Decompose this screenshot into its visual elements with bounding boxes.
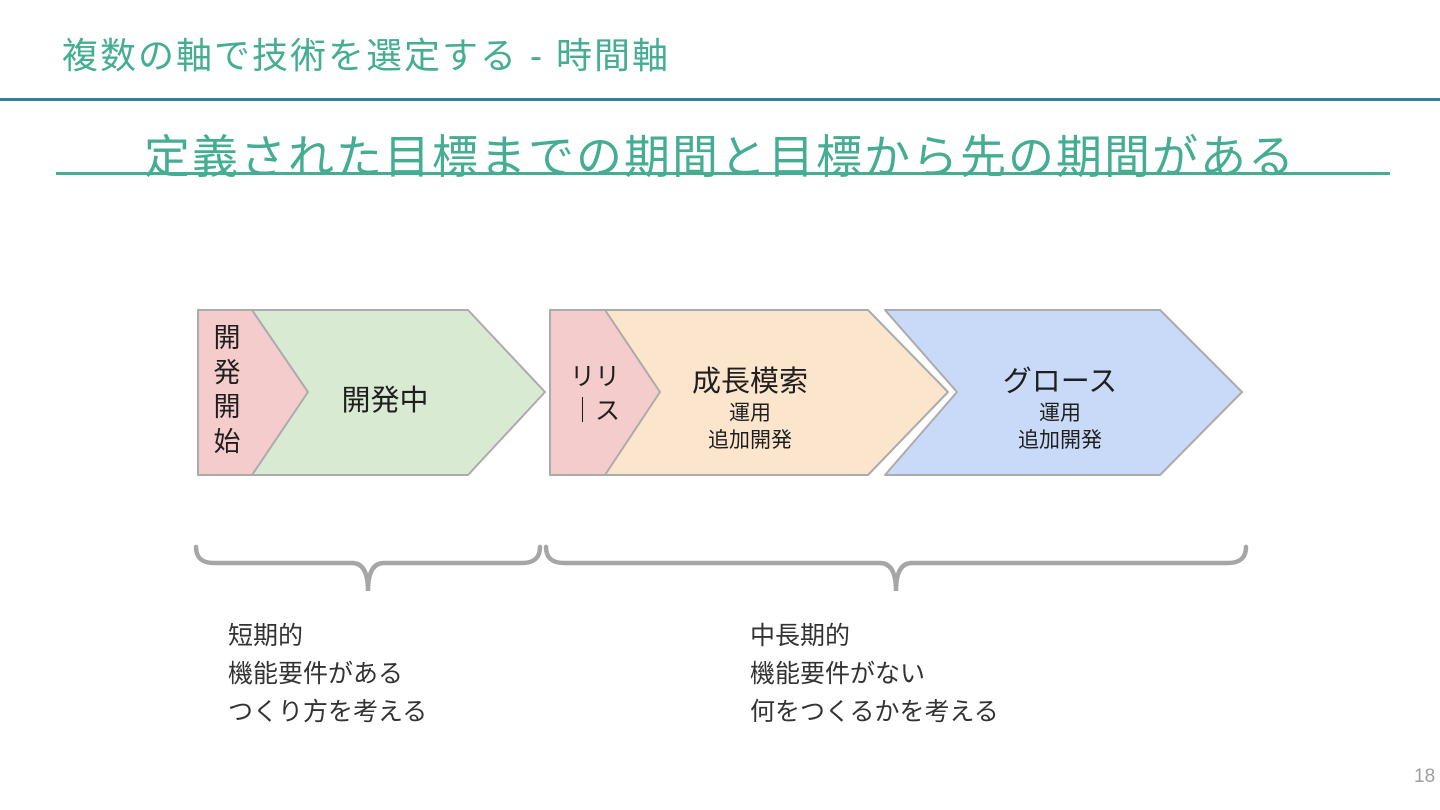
mid-long-term-note: 中長期的 機能要件がない 何をつくるかを考える xyxy=(750,617,999,731)
short-term-note-line: 短期的 xyxy=(228,622,304,650)
release-label-line: ｜ス xyxy=(570,397,621,425)
growth-exploration-labels: 成長模索 運用 追加開発 xyxy=(650,364,850,454)
growth-chevron-shape xyxy=(884,309,1243,476)
development-start-char: 発 xyxy=(213,357,241,388)
growth-labels: グロース 運用 追加開発 xyxy=(955,364,1165,454)
page-number: 18 xyxy=(1414,766,1436,787)
in-development-label: 開発中 xyxy=(341,385,429,417)
mid-long-term-note-line: 機能要件がない xyxy=(750,660,926,688)
heading-underline xyxy=(56,172,1390,175)
development-start-char: 開 xyxy=(213,392,241,422)
growth-title: グロース xyxy=(1002,366,1118,398)
short-term-note-line: つくり方を考える xyxy=(228,698,428,726)
short-term-note: 短期的 機能要件がある つくり方を考える xyxy=(228,617,427,731)
period-braces xyxy=(193,544,1249,592)
short-term-note-line: 機能要件がある xyxy=(228,660,404,688)
header-divider-line xyxy=(0,98,1440,101)
mid-long-term-note-line: 中長期的 xyxy=(750,622,851,650)
process-flow-diagram xyxy=(197,309,1243,476)
mid-long-term-note-line: 何をつくるかを考える xyxy=(750,698,999,726)
growth-exploration-title: 成長模索 xyxy=(691,366,808,398)
development-start-char: 開 xyxy=(213,323,241,353)
growth-exploration-sub-operation: 運用 xyxy=(729,402,771,425)
development-start-pentagon-shape xyxy=(197,309,309,476)
release-label-line: リリ xyxy=(570,363,621,391)
release-label: リリ ｜ス xyxy=(570,360,620,428)
growth-sub-operation: 運用 xyxy=(1039,402,1081,425)
development-start-label: 開 発 開 始 xyxy=(198,321,256,459)
slide-title: 複数の軸で技術を選定する - 時間軸 xyxy=(62,35,670,76)
development-start-char: 始 xyxy=(213,426,241,457)
slide-heading: 定義された目標までの期間と目標から先の期間がある xyxy=(144,131,1296,183)
growth-sub-additional-dev: 追加開発 xyxy=(1018,429,1102,452)
release-pentagon-shape xyxy=(549,309,661,476)
growth-exploration-sub-additional-dev: 追加開発 xyxy=(708,429,792,452)
short-term-brace xyxy=(193,544,543,592)
mid-long-term-brace xyxy=(543,544,1249,592)
